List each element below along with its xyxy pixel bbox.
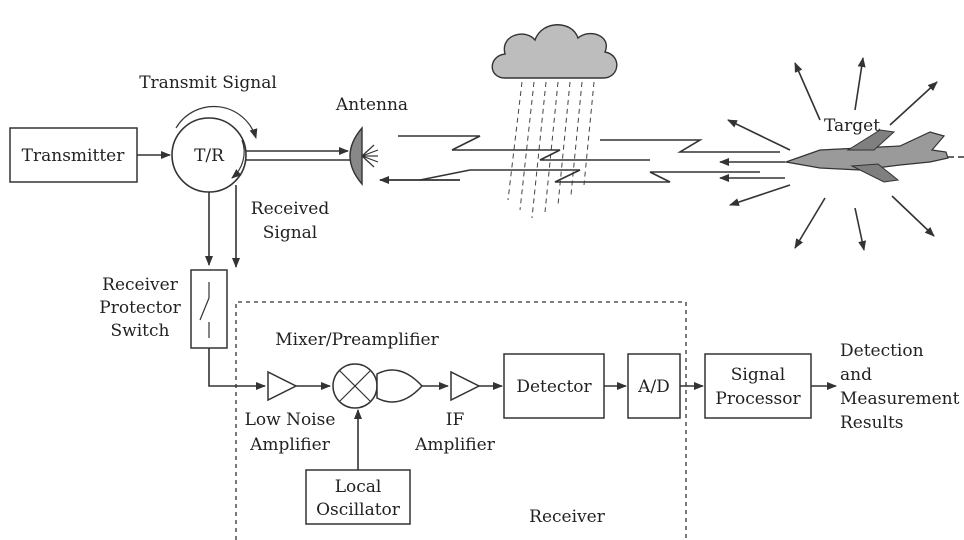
mixer-preamp-label: Mixer/Preamplifier bbox=[275, 330, 439, 350]
cloud-icon bbox=[491, 24, 618, 79]
results-label-2: and bbox=[840, 365, 872, 385]
tr-label: T/R bbox=[194, 146, 225, 166]
signal-processor-box bbox=[704, 353, 812, 419]
transmitter-box bbox=[9, 127, 138, 183]
if-label-2: Amplifier bbox=[414, 435, 496, 455]
transmitter-label: Transmitter bbox=[22, 146, 126, 166]
sp-label-1: Signal bbox=[731, 365, 786, 385]
echo-zig bbox=[419, 169, 471, 181]
local-oscillator-box bbox=[305, 469, 411, 525]
if-amplifier-icon bbox=[450, 370, 481, 402]
scatter-arrows bbox=[794, 57, 938, 251]
detector-box bbox=[503, 353, 605, 419]
scatter-arrow-sw bbox=[729, 184, 791, 206]
received-signal-label-2: Signal bbox=[263, 223, 318, 243]
lna-amplifier-icon bbox=[267, 370, 298, 402]
if-label-1: IF bbox=[446, 410, 465, 430]
transmitted-wave-upper-2 bbox=[600, 139, 780, 153]
transmitted-wave-upper bbox=[398, 135, 650, 161]
transmit-signal-label: Transmit Signal bbox=[139, 73, 277, 93]
ad-label: A/D bbox=[637, 377, 670, 397]
lna-label-1: Low Noise bbox=[245, 410, 336, 430]
protector-to-lna-arrow bbox=[208, 348, 266, 390]
target-label: Target bbox=[824, 116, 880, 136]
results-label-3: Measurement bbox=[840, 389, 960, 409]
detector-label: Detector bbox=[516, 377, 592, 397]
mixer-icon bbox=[332, 363, 424, 409]
lo-label-2: Oscillator bbox=[316, 500, 401, 520]
sp-label-2: Processor bbox=[715, 389, 801, 409]
receiver-label: Receiver bbox=[529, 507, 606, 527]
dish-antenna-icon bbox=[349, 126, 379, 186]
protector-label-3: Switch bbox=[111, 321, 170, 341]
results-label-4: Results bbox=[840, 413, 904, 433]
echo-wave-lower bbox=[470, 169, 760, 183]
scatter-arrow-nw bbox=[727, 119, 791, 151]
protector-label-2: Protector bbox=[99, 298, 181, 318]
lna-label-2: Amplifier bbox=[249, 435, 331, 455]
results-label-1: Detection bbox=[840, 341, 924, 361]
protector-label-1: Receiver bbox=[102, 275, 179, 295]
jet-aircraft-icon bbox=[783, 129, 964, 183]
received-signal-label-1: Received bbox=[251, 199, 330, 219]
switch-icon bbox=[199, 282, 210, 338]
antenna-label: Antenna bbox=[335, 95, 408, 115]
rain-streaks bbox=[507, 81, 595, 219]
lo-label-1: Local bbox=[335, 477, 382, 497]
